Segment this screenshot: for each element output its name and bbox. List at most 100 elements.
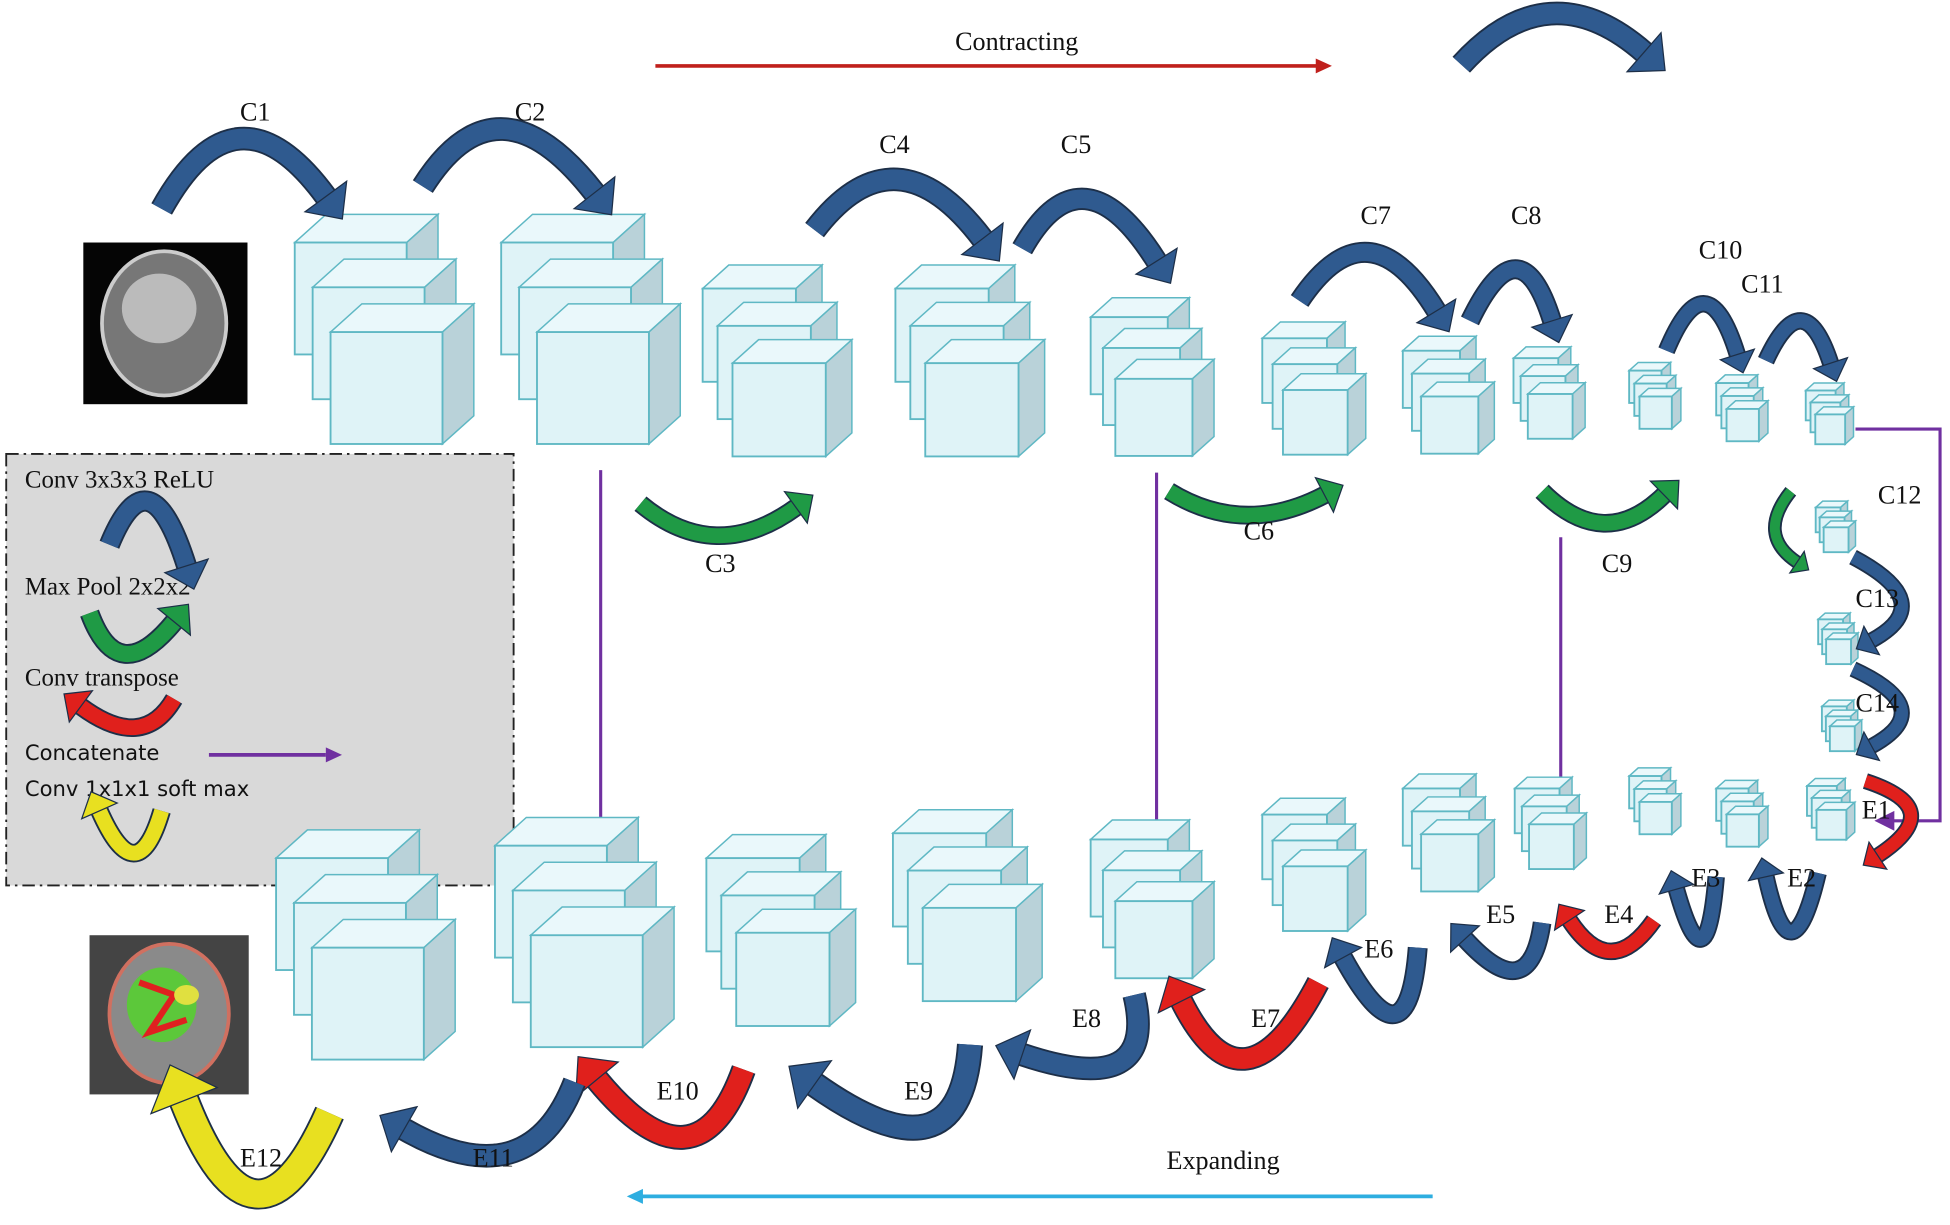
step-label-e6: E6 [1364, 935, 1393, 964]
arrow-c4-icon [805, 167, 1004, 262]
legend-max-pool-arrow-icon [80, 603, 192, 664]
feature-map-stack [1813, 499, 1858, 554]
feature-map-stack [1714, 373, 1770, 443]
step-label-c3: C3 [705, 549, 735, 578]
feature-map-stack [274, 828, 458, 1062]
step-label-e12: E12 [240, 1144, 282, 1173]
step-label-c6: C6 [1244, 517, 1274, 546]
feature-map-stack [1805, 776, 1857, 842]
step-label-e10: E10 [657, 1076, 699, 1105]
feature-map-stack [493, 815, 676, 1049]
arrow-e8-icon [994, 992, 1150, 1081]
arrow-c9-icon [1535, 479, 1680, 533]
feature-map-stack [1088, 818, 1216, 980]
arrow-conv-icon [1452, 1, 1666, 73]
arrow-e6-icon [1323, 936, 1428, 1025]
feature-map-stack [1400, 772, 1497, 894]
step-label-e1: E1 [1862, 795, 1891, 824]
legend-concatenate-arrowhead-icon [325, 747, 342, 763]
feature-map-stack [1260, 796, 1368, 933]
operation-arrows [149, 1, 1919, 1210]
step-label-c12: C12 [1878, 481, 1922, 510]
contracting-arrowhead-icon [1315, 58, 1332, 74]
feature-map-stack [1819, 698, 1864, 753]
arrow-c11-icon [1758, 312, 1849, 383]
expanding-arrowhead-icon [626, 1188, 643, 1204]
feature-map-stack [700, 263, 854, 459]
step-label-c14: C14 [1855, 688, 1899, 717]
feature-map-stack [292, 212, 476, 446]
arrow-c6-icon [1164, 476, 1344, 525]
feature-map-stack [893, 263, 1047, 459]
legend-conv-relu-arrow-icon [99, 490, 210, 590]
legend-conv-transpose: Conv transpose [25, 664, 179, 691]
feature-map-stack [1714, 778, 1770, 849]
step-label-c2: C2 [515, 98, 545, 127]
legend-softmax-arrow-icon [80, 790, 171, 863]
arrow-e5-icon [1450, 921, 1552, 981]
arrow-c5-icon [1012, 187, 1178, 285]
feature-map-stack [1260, 320, 1368, 457]
step-label-e2: E2 [1787, 864, 1816, 893]
step-label-e7: E7 [1251, 1004, 1280, 1033]
arrow-e7-icon [1157, 975, 1329, 1071]
arrow-e3-icon [1658, 869, 1725, 948]
expanding-label: Expanding [1167, 1146, 1280, 1175]
step-label-c9: C9 [1602, 549, 1632, 578]
step-label-c8: C8 [1511, 201, 1541, 230]
feature-map-stack [1627, 766, 1683, 836]
step-label-c11: C11 [1741, 269, 1784, 298]
step-label-c5: C5 [1061, 130, 1091, 159]
arrow-e2-icon [1747, 857, 1827, 941]
feature-map-stack [499, 212, 683, 446]
feature-map-stack [1816, 611, 1860, 666]
arrow-c3-icon [634, 490, 814, 546]
feature-maps [274, 212, 1864, 1062]
legend-concatenate: Concatenate [25, 740, 160, 765]
feature-map-stack [890, 808, 1045, 1003]
feature-map-stack [1511, 345, 1588, 441]
feature-map-stack [1512, 775, 1589, 871]
contracting-label: Contracting [955, 27, 1078, 56]
step-label-c10: C10 [1699, 236, 1743, 265]
step-label-e3: E3 [1691, 864, 1720, 893]
feature-map-stack [1400, 334, 1497, 456]
legend: Conv 3x3x3 ReLU Max Pool 2x2x2 Conv tran… [5, 453, 515, 887]
arrow-c10-icon [1658, 295, 1756, 374]
legend-max-pool: Max Pool 2x2x2 [25, 573, 191, 600]
step-label-c13: C13 [1855, 584, 1899, 613]
arrow-c13-icon [1849, 550, 1910, 656]
arrow-e12-icon [149, 1064, 344, 1210]
arrow-e9-icon [788, 1043, 984, 1141]
step-label-e4: E4 [1604, 900, 1633, 929]
skip-arrowhead-icon [1874, 810, 1895, 831]
step-label-e8: E8 [1072, 1004, 1101, 1033]
feature-map-stack [1627, 360, 1683, 431]
feature-map-stack [1803, 381, 1856, 446]
legend-conv-relu: Conv 3x3x3 ReLU [25, 467, 214, 494]
arrow-c2-icon [412, 117, 616, 216]
arrow-c7-icon [1290, 241, 1457, 333]
arrow-c1-icon [151, 126, 348, 220]
step-label-e11: E11 [473, 1144, 514, 1173]
arrow-c8-icon [1461, 259, 1574, 344]
feature-map-stack [1088, 296, 1216, 458]
legend-arrows [63, 490, 210, 863]
arrow-e10-icon [575, 1055, 756, 1150]
arrow-c12-icon [1768, 486, 1810, 574]
arrow-e4-icon [1553, 903, 1662, 961]
step-label-e9: E9 [904, 1076, 933, 1105]
arrow-e11-icon [379, 1077, 586, 1168]
step-label-e5: E5 [1486, 900, 1515, 929]
step-label-c7: C7 [1361, 201, 1391, 230]
legend-softmax: Conv 1x1x1 soft max [25, 776, 249, 801]
feature-map-stack [704, 832, 858, 1028]
mri-input-image [83, 242, 248, 405]
arrow-c14-icon [1849, 661, 1910, 762]
step-label-c4: C4 [879, 130, 909, 159]
legend-conv-transpose-arrow-icon [63, 690, 183, 737]
arrow-e1-icon [1862, 773, 1919, 871]
